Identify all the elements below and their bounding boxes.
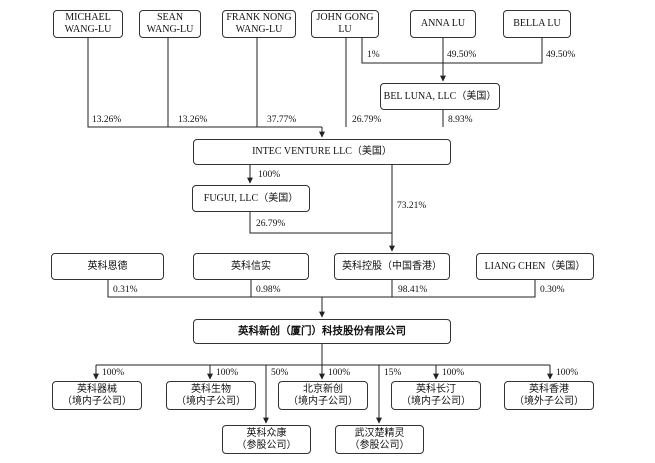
entity-label: JOHN GONG LU [316,12,374,35]
stake-changting: 100% [442,368,465,378]
entity-label: ANNA LU [420,18,466,29]
entity-yingke-shengwu: 英科生物 （境内子公司） [166,381,256,410]
entity-beijing-xinchuang: 北京新创 （境内子公司） [278,381,368,410]
stake-qixie: 100% [102,368,125,378]
stake-xinshi-company: 0.98% [256,285,281,295]
entity-liang-chen: LIANG CHEN（美国） [476,253,594,280]
entity-label: 英科众康 （参股公司） [236,427,297,451]
entity-anna-lu: ANNA LU [410,10,476,38]
entity-john-gong-lu: JOHN GONG LU [311,10,379,38]
entity-label: 英科生物 （境内子公司） [176,383,246,407]
entity-label: 英科恩德 [87,260,128,272]
stake-liang-company: 0.30% [540,285,565,295]
stake-intec-fugui: 100% [258,170,281,180]
entity-yingke-changting: 英科长汀 （境内子公司） [391,381,481,410]
entity-label: SEAN WANG-LU [146,12,194,35]
entity-label: 英科长汀 （境内子公司） [401,383,471,407]
stake-fugui-hk: 26.79% [256,219,286,229]
entity-wuhan-chujingling: 武汉楚精灵 （参股公司） [335,425,424,454]
entity-label: FUGUI, LLC（美国） [203,192,299,204]
entity-label: 北京新创 （境内子公司） [288,383,358,407]
entity-label: LIANG CHEN（美国） [484,260,586,272]
stake-zhongkang: 50% [271,368,289,378]
entity-label: FRANK NONG WANG-LU [226,12,292,35]
entity-michael-wang-lu: MICHAEL WANG-LU [53,10,123,38]
entity-yingke-hk-subsidiary: 英科香港 （境外子公司） [504,381,594,410]
entity-label: 武汉楚精灵 （参股公司） [349,427,410,451]
entity-label: 英科信实 [231,260,271,272]
stake-hk-sub: 100% [556,368,579,378]
entity-yingke-holding-hk: 英科控股（中国香港） [334,253,450,280]
stake-shengwu: 100% [216,368,239,378]
entity-yingke-zhongkang: 英科众康 （参股公司） [222,425,311,454]
stake-chujingling: 15% [384,368,402,378]
stake-john-belluna: 1% [367,50,380,60]
entity-intec-venture-llc: INTEC VENTURE LLC（美国） [193,139,451,165]
stake-hk-company: 98.41% [398,285,428,295]
entity-frank-nong-wang-lu: FRANK NONG WANG-LU [222,10,296,38]
stake-michael-intec: 13.26% [92,115,122,125]
entity-bella-lu: BELLA LU [503,10,571,38]
stake-anna-belluna: 49.50% [447,50,477,60]
entity-yingke-xinshi: 英科信实 [193,253,309,280]
entity-bel-luna-llc: BEL LUNA, LLC（美国） [380,83,500,110]
stake-enside-company: 0.31% [113,285,138,295]
entity-label: BEL LUNA, LLC（美国） [383,90,497,102]
stake-frank-intec: 37.77% [267,115,297,125]
stake-john-intec: 26.79% [352,115,382,125]
entity-fugui-llc: FUGUI, LLC（美国） [192,185,310,212]
entity-label: 英科器械 （境内子公司） [62,383,132,407]
entity-main-company: 英科新创（厦门）科技股份有限公司 [193,319,451,344]
stake-belluna-intec: 8.93% [448,115,473,125]
entity-label: 英科控股（中国香港） [342,260,442,272]
stake-sean-intec: 13.26% [178,115,208,125]
stake-beijing: 100% [328,368,351,378]
stake-intec-hk: 73.21% [397,201,427,211]
entity-yingke-qixie: 英科器械 （境内子公司） [52,381,142,410]
entity-label: 英科新创（厦门）科技股份有限公司 [238,325,406,337]
entity-label: BELLA LU [513,18,561,29]
entity-label: MICHAEL WANG-LU [64,12,112,35]
entity-sean-wang-lu: SEAN WANG-LU [139,10,201,38]
entity-label: INTEC VENTURE LLC（美国） [252,146,392,157]
entity-yingke-ende: 英科恩德 [51,253,164,280]
stake-bella-belluna: 49.50% [546,50,576,60]
entity-label: 英科香港 （境外子公司） [514,383,584,407]
